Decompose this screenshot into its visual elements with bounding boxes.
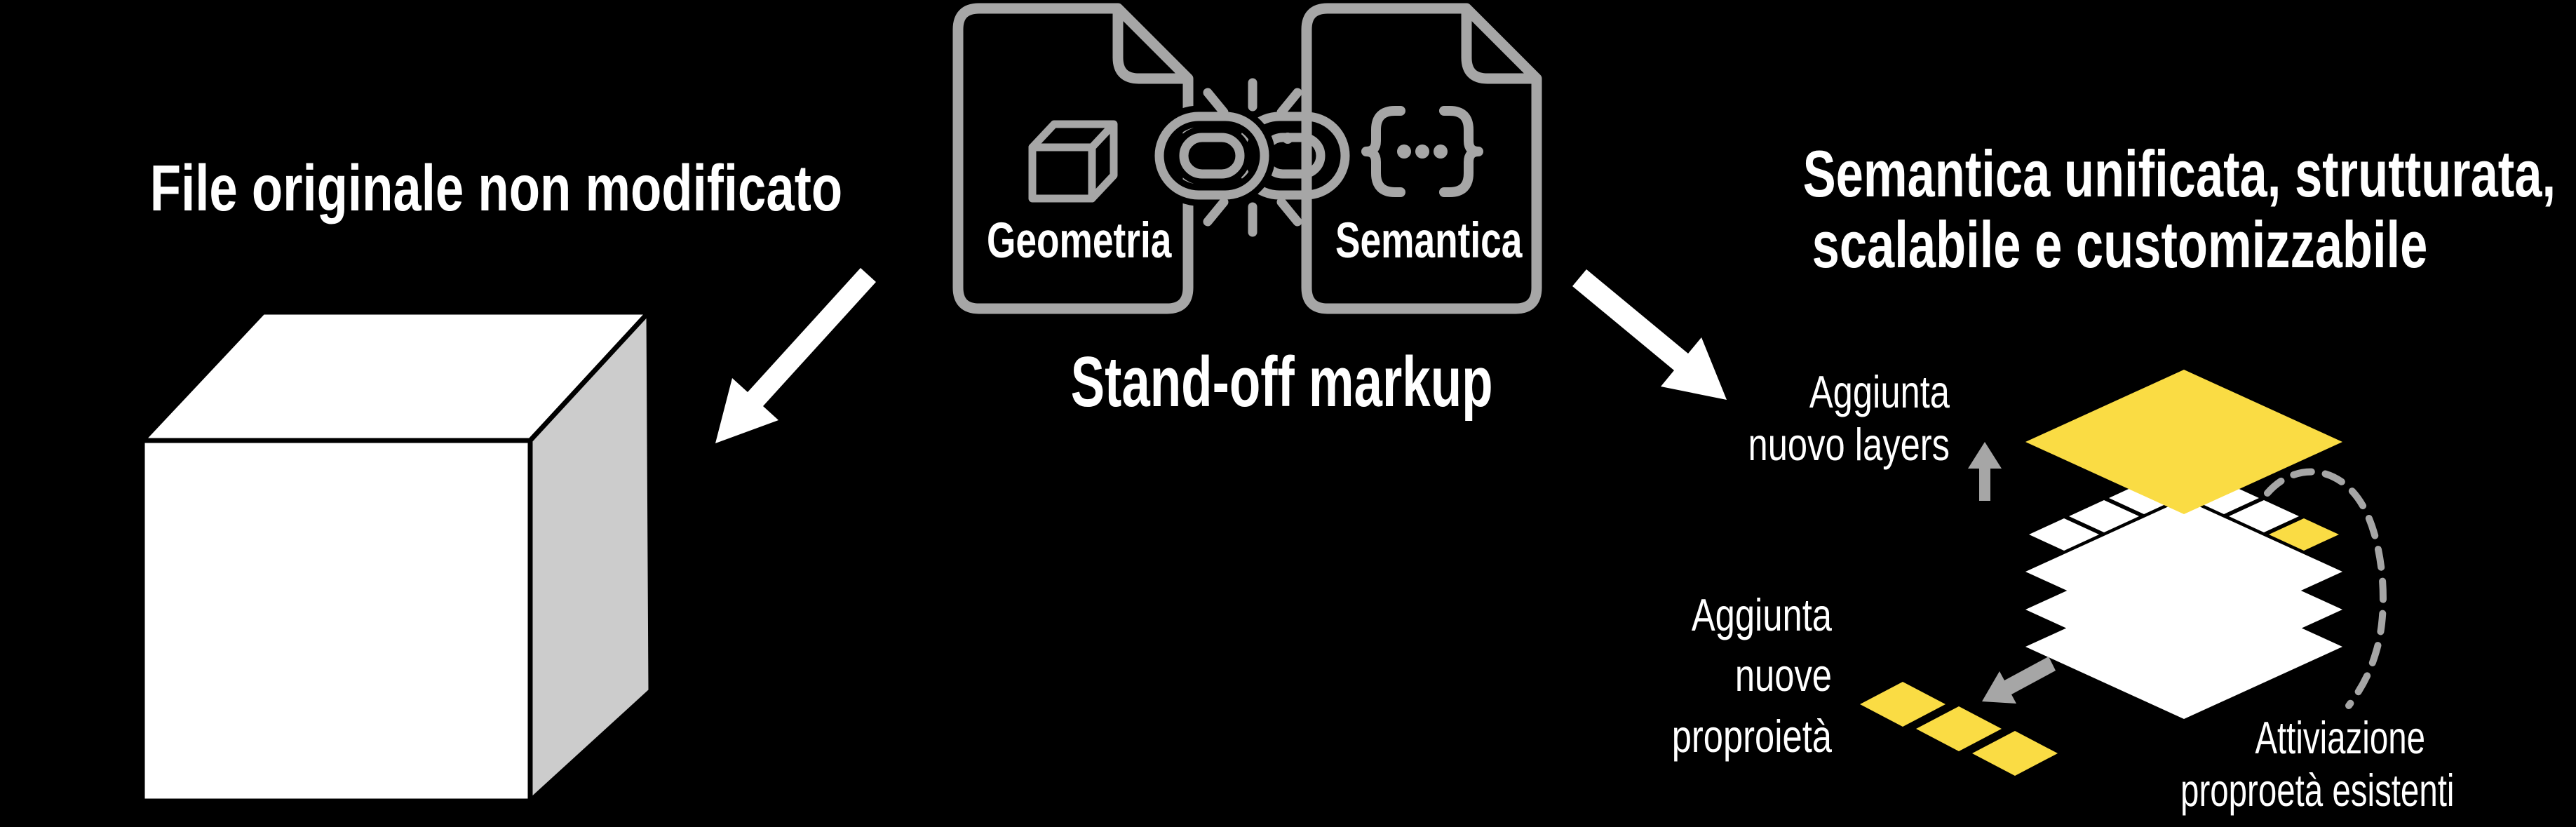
new-property-tile	[1860, 682, 1946, 727]
grid-tile	[2189, 518, 2259, 551]
label-activate-existing-properties: Attiviazione proproetà esistenti	[2180, 711, 2455, 817]
label-add-new-properties: Aggiunta nuove proproietà	[1623, 585, 1832, 767]
grid-tile	[2149, 500, 2219, 532]
label-add-new-layers: Aggiunta nuovo layers	[1731, 365, 1950, 471]
link-spark-dot	[1282, 133, 1293, 144]
grid-tile	[2029, 518, 2099, 551]
cube-front-face	[140, 438, 533, 804]
label-line: Aggiunta	[1809, 366, 1950, 417]
braces-glyph-icon	[1361, 106, 1483, 197]
grid-tile-activated	[2269, 518, 2339, 551]
activation-dashed-arc	[2264, 468, 2387, 709]
label-line: proproietà	[1671, 710, 1832, 762]
add-properties-arrow-icon	[1982, 657, 2056, 704]
caption-standoff-markup: Stand-off markup	[1070, 343, 1493, 422]
new-property-tile	[1972, 731, 2058, 776]
tiled-property-layer	[2029, 464, 2339, 605]
grid-tile	[2109, 518, 2179, 551]
label-line: proproetà esistenti	[2180, 765, 2455, 816]
arrow-to-semantics-stack-icon	[1572, 269, 1727, 400]
file-outline	[952, 3, 1194, 314]
new-properties-tiles	[1860, 682, 2058, 776]
grid-tile	[2229, 537, 2299, 569]
grid-tile	[2069, 537, 2139, 569]
heading-unified-semantics: Semantica unificata, strutturata, scalab…	[1802, 137, 2556, 281]
layer-band-top	[2025, 499, 2342, 644]
label-line: Attiviazione	[2255, 712, 2425, 763]
layer-stack-diagram	[2025, 370, 2342, 719]
file-fold-corner	[1461, 6, 1539, 84]
label-line: nuove	[1734, 650, 1832, 701]
heading-line: File originale non modificato	[149, 152, 843, 224]
grid-tile	[2229, 500, 2299, 532]
grid-tile	[2109, 555, 2179, 587]
label-semantica: Semantica	[1335, 213, 1523, 269]
new-layer-diamond	[2025, 370, 2342, 514]
grid-tile	[2149, 573, 2219, 605]
chain-link-icon	[1148, 78, 1350, 237]
heading-original-file: File originale non modificato	[149, 152, 843, 224]
link-spark-lines	[1203, 78, 1302, 237]
grid-tile	[2189, 555, 2259, 587]
file-outline	[1301, 3, 1542, 314]
label-line: Aggiunta	[1691, 589, 1832, 640]
semantics-file-icon	[1301, 3, 1542, 314]
arrow-to-original-file-icon	[715, 268, 876, 443]
label-geometria: Geometria	[987, 213, 1172, 269]
geometry-file-icon	[952, 3, 1194, 314]
box-glyph-icon	[1028, 120, 1118, 203]
grid-tile	[2069, 500, 2139, 532]
file-fold-corner	[1112, 6, 1191, 84]
original-file-cube-icon	[140, 309, 654, 804]
heading-line: Semantica unificata, strutturata,	[1802, 137, 2556, 210]
add-layer-up-arrow-icon	[1968, 442, 2002, 501]
label-line: nuovo layers	[1748, 419, 1950, 471]
heading-line: scalabile e customizzabile	[1812, 207, 2428, 281]
grid-tile	[2149, 537, 2219, 569]
new-property-tile	[1916, 706, 2002, 751]
